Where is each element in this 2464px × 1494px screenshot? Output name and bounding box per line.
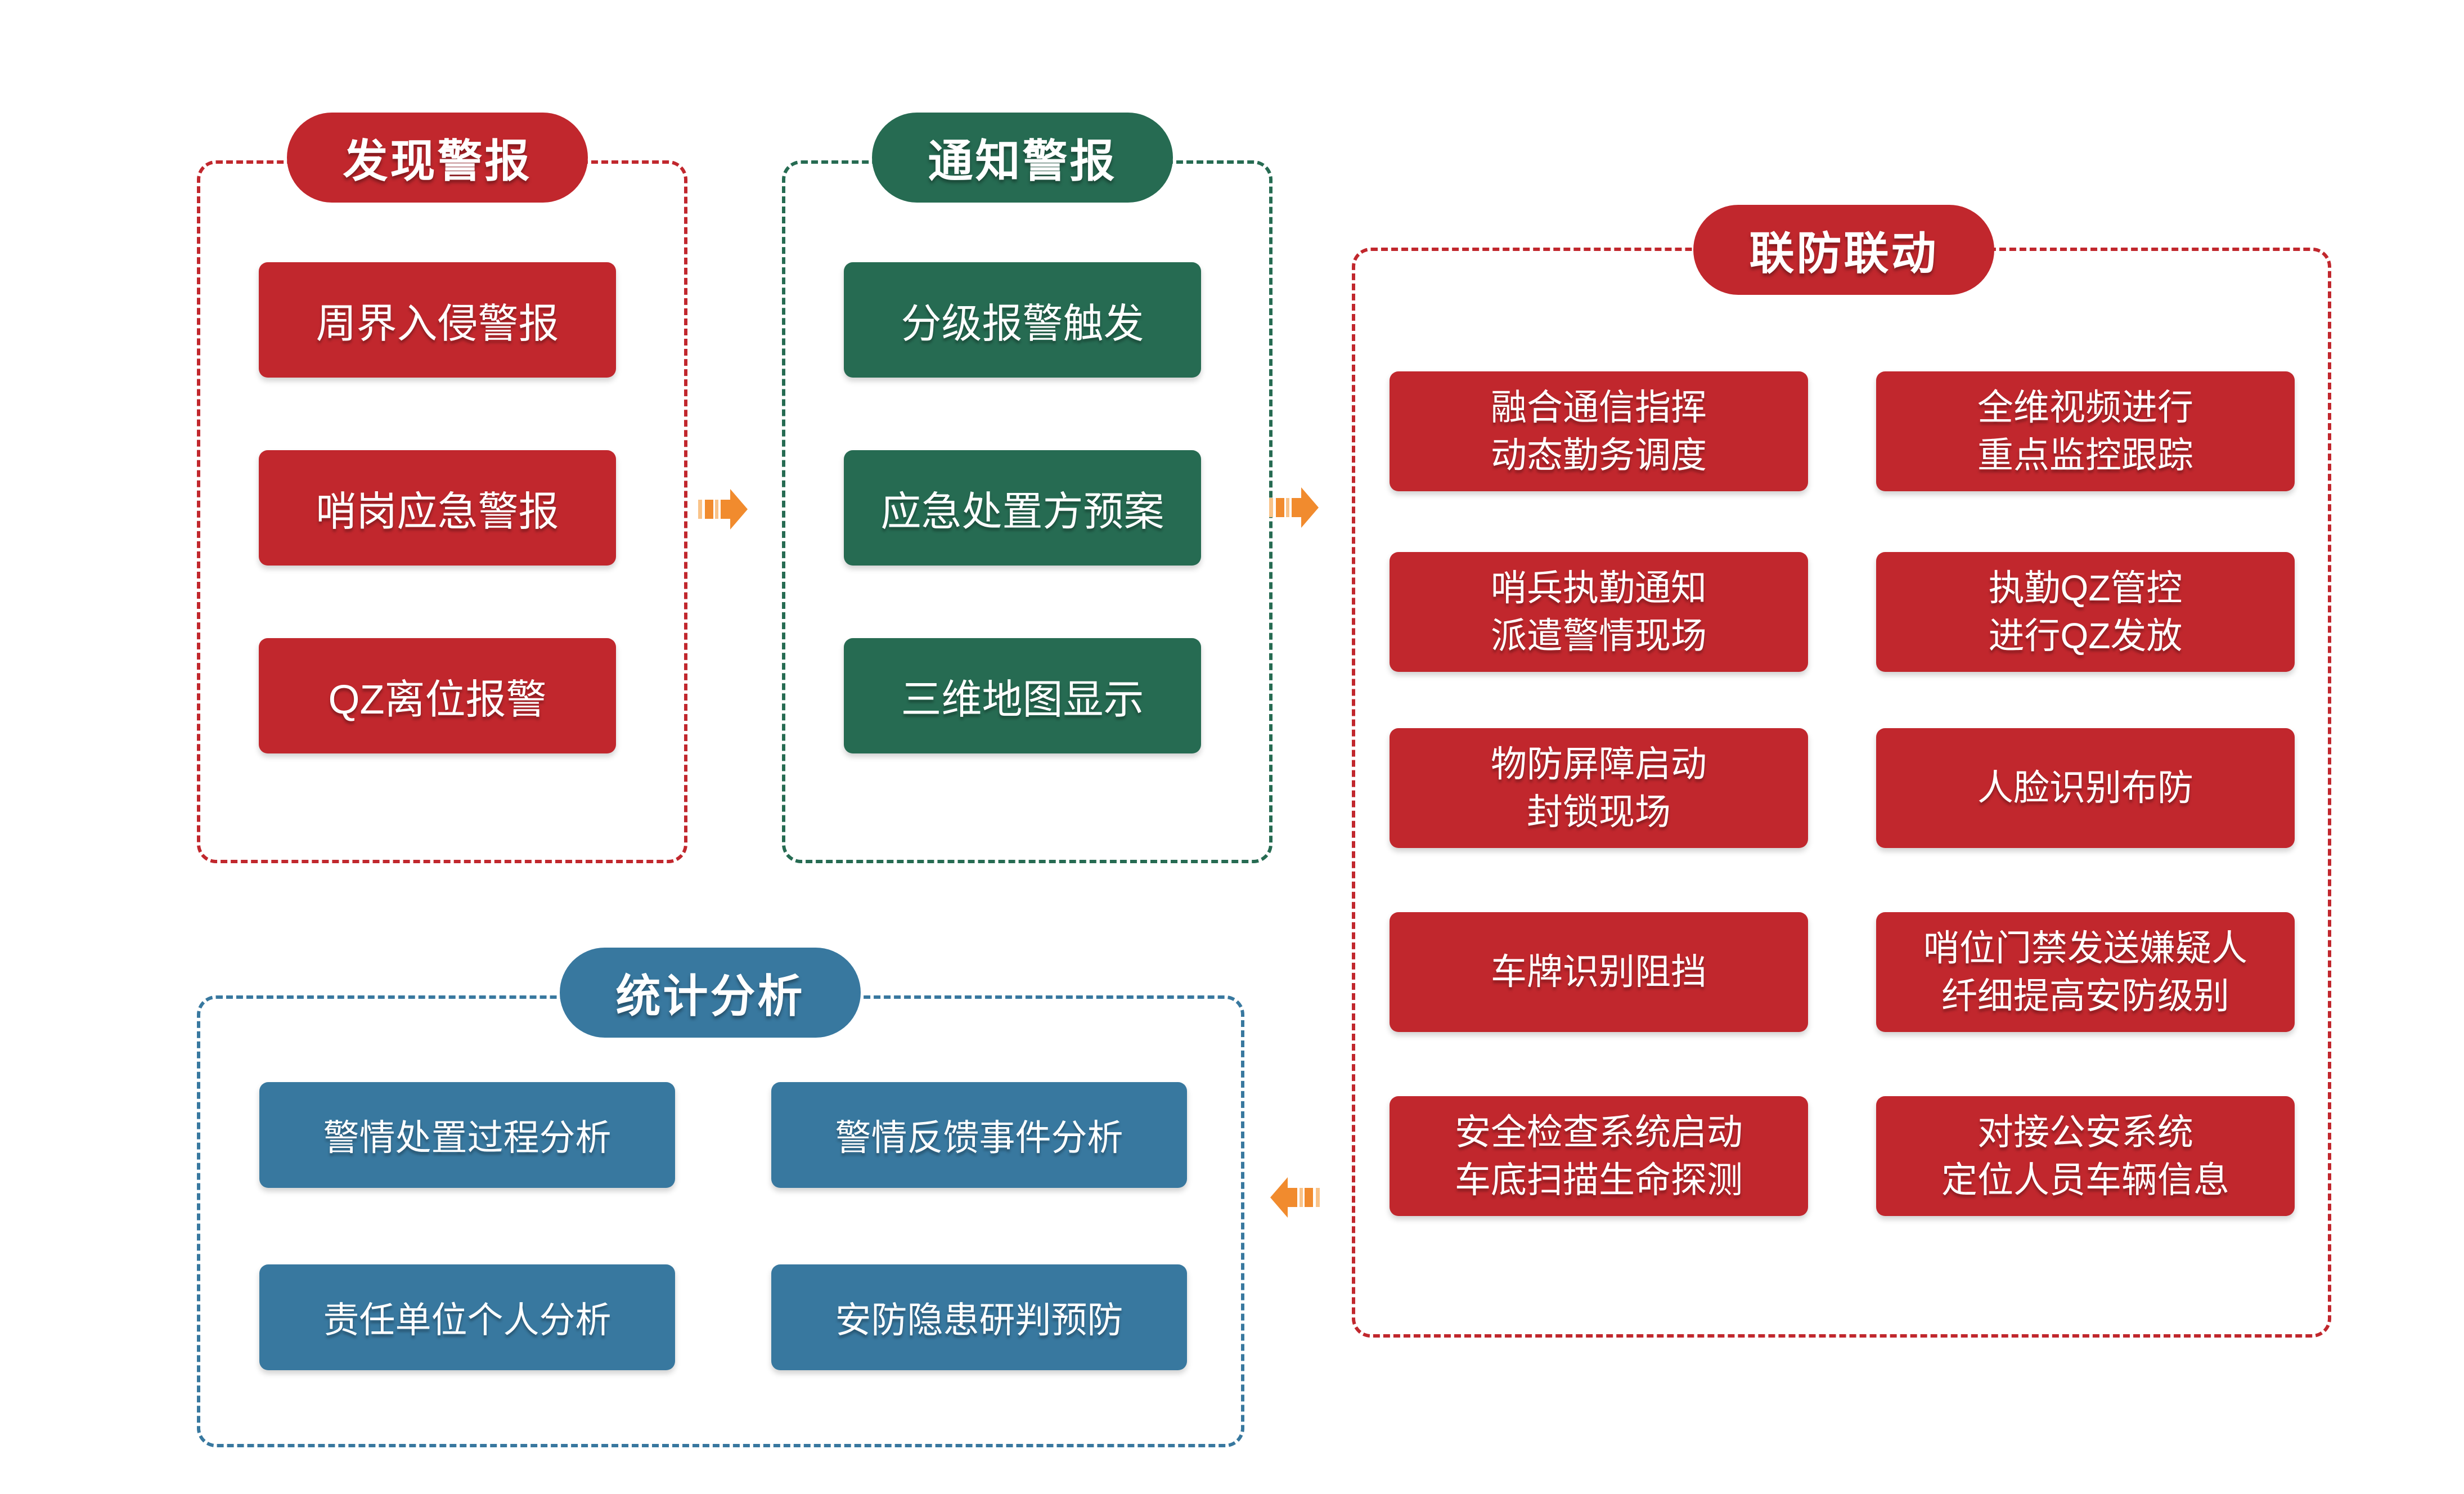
- node-plate-recognition-block: 车牌识别阻挡: [1390, 912, 1808, 1032]
- group-linkage-title-pill: 联防联动: [1693, 205, 1994, 295]
- group-stats-border: [197, 995, 1244, 1447]
- node-access-control-suspect-alert: 哨位门禁发送嫌疑人 纤细提高安防级别: [1876, 912, 2295, 1032]
- node-responsible-unit-person-analysis: 责任单位个人分析: [259, 1264, 675, 1370]
- node-sentry-emergency-alarm: 哨岗应急警报: [259, 450, 616, 566]
- node-security-check-life-detect: 安全检查系统启动 车底扫描生命探测: [1390, 1096, 1808, 1216]
- node-graded-alarm-trigger: 分级报警触发: [844, 262, 1201, 378]
- group-discover-title-pill: 发现警报: [287, 113, 588, 203]
- node-emergency-response-plan: 应急处置方预案: [844, 450, 1201, 566]
- group-title: 通知警报: [928, 136, 1117, 186]
- node-alarm-feedback-event-analysis: 警情反馈事件分析: [771, 1082, 1187, 1188]
- group-title: 发现警报: [343, 136, 532, 186]
- node-face-recognition-deploy: 人脸识别布防: [1876, 728, 2295, 848]
- node-qz-offsite-alarm: QZ离位报警: [259, 638, 616, 753]
- group-title: 统计分析: [615, 971, 805, 1021]
- group-notify-title-pill: 通知警报: [872, 113, 1173, 203]
- flow-arrow-left-icon: [1270, 1176, 1320, 1219]
- group-stats-title-pill: 统计分析: [560, 948, 861, 1038]
- node-perimeter-intrusion-alarm: 周界入侵警报: [259, 262, 616, 378]
- node-duty-qz-control-issue: 执勤QZ管控 进行QZ发放: [1876, 552, 2295, 672]
- node-physical-barrier-lockdown: 物防屏障启动 封锁现场: [1390, 728, 1808, 848]
- group-title: 联防联动: [1749, 228, 1939, 279]
- node-sentry-duty-dispatch: 哨兵执勤通知 派遣警情现场: [1390, 552, 1808, 672]
- node-hidden-danger-prediction: 安防隐患研判预防: [771, 1264, 1187, 1370]
- flow-arrow-right-icon: [698, 488, 748, 531]
- node-3d-map-display: 三维地图显示: [844, 638, 1201, 753]
- node-fused-comm-command: 融合通信指挥 动态勤务调度: [1390, 371, 1808, 491]
- flow-arrow-right-icon: [1269, 486, 1319, 529]
- node-police-system-locating: 对接公安系统 定位人员车辆信息: [1876, 1096, 2295, 1216]
- node-panoramic-video-tracking: 全维视频进行 重点监控跟踪: [1876, 371, 2295, 491]
- node-alarm-handling-process-analysis: 警情处置过程分析: [259, 1082, 675, 1188]
